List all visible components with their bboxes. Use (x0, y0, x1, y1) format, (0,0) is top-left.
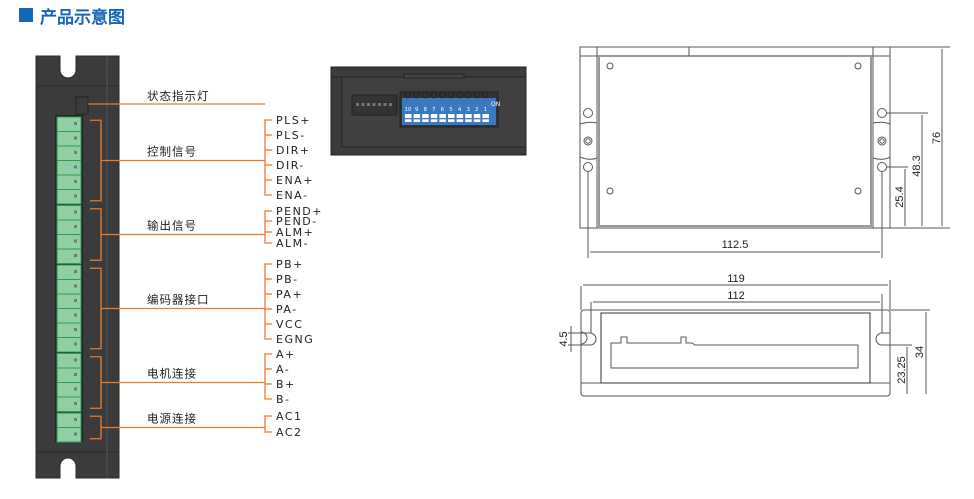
terminal-screw (74, 194, 77, 198)
terminal-screw (74, 299, 77, 302)
pin-label: A+ (276, 348, 296, 361)
terminal-screw (74, 225, 77, 228)
pin-label: VCC (276, 318, 303, 331)
pin-label: ENA+ (276, 174, 314, 187)
indicator-led (356, 103, 359, 106)
dip-on-label: ON (491, 101, 500, 108)
terminal-screw (74, 165, 77, 169)
group-label: 编码器接口 (147, 293, 210, 307)
dip-number: 9 (415, 107, 419, 113)
indicator-led (389, 103, 392, 106)
terminal-screw (74, 284, 77, 288)
terminal-screw (74, 210, 77, 214)
dim-overall-width: 119 (727, 273, 745, 285)
pin-label: EGNG (276, 333, 314, 346)
dim-hole-upper: 48.3 (911, 155, 923, 176)
side-view-drawing (568, 280, 930, 397)
group-label: 输出信号 (147, 219, 197, 233)
pin-label: B+ (276, 378, 296, 391)
pin-label: AC2 (276, 426, 303, 439)
terminal-screw (74, 313, 77, 317)
indicator-led (383, 103, 387, 106)
dip-number: 1 (484, 107, 488, 113)
title-square-icon (19, 8, 33, 22)
pin-label: ALM- (276, 237, 309, 250)
terminal-screw (74, 432, 77, 436)
pin-label: PEND+ (276, 205, 323, 218)
dim-inner-width: 112 (727, 290, 745, 302)
terminal-screw (74, 180, 77, 183)
dip-number: 4 (458, 107, 462, 113)
indicator-led (367, 103, 370, 106)
pin-label: PEND- (276, 215, 318, 228)
terminal-screw (74, 270, 77, 273)
terminal-screw (74, 122, 77, 125)
pin-label: PA- (276, 303, 298, 316)
dim-slot: 4.5 (558, 331, 570, 346)
pin-label: ALM+ (276, 226, 314, 239)
pin-label: A- (276, 363, 290, 376)
dim-hole-span: 112.5 (722, 239, 749, 251)
title-text: 产品示意图 (40, 7, 125, 28)
group-label: 电机连接 (147, 367, 197, 381)
dim-side-height: 34 (914, 346, 926, 358)
pin-label: PB+ (276, 258, 304, 271)
indicator-led (378, 103, 381, 106)
group-label: 电源连接 (147, 412, 197, 426)
pin-label: B- (276, 393, 291, 406)
indicator-led (361, 103, 365, 106)
group-label: 状态指示灯 (147, 89, 210, 103)
terminal-screw (74, 151, 77, 154)
terminal-screw (74, 373, 77, 376)
terminal-screw (74, 387, 77, 391)
group-label: 控制信号 (147, 145, 197, 159)
dip-number: 3 (466, 107, 470, 113)
pin-label: PLS+ (276, 114, 311, 127)
page-title: 产品示意图 (19, 3, 125, 28)
pin-label: PLS- (276, 129, 306, 142)
terminal-screw (74, 239, 77, 243)
pin-label: AC1 (276, 410, 303, 423)
pin-label: PA+ (276, 288, 303, 301)
dip-number: 10 (405, 107, 412, 113)
dip-number: 6 (441, 107, 445, 113)
terminal-screw (74, 136, 77, 140)
terminal-screw (74, 328, 77, 331)
terminal-screw (74, 402, 77, 405)
pin-label: DIR- (276, 159, 305, 172)
terminal-screw (74, 358, 77, 362)
pin-label: PB- (276, 273, 299, 286)
terminal-screw (74, 342, 77, 346)
dim-slot-height: 23.25 (896, 356, 908, 384)
dip-number: 2 (475, 107, 479, 113)
dim-hole-lower: 25.4 (894, 186, 906, 207)
top-view-drawing (579, 46, 950, 258)
status-led (75, 96, 89, 115)
dim-height: 76 (931, 132, 943, 144)
pin-label: DIR+ (276, 144, 311, 157)
dip-number: 7 (432, 107, 436, 113)
terminal-screw (74, 418, 77, 421)
indicator-led (372, 103, 376, 106)
pin-label: ENA- (276, 189, 308, 202)
terminal-screw (74, 254, 77, 257)
dip-number: 5 (449, 107, 453, 113)
dip-number: 8 (423, 107, 427, 113)
driver-front-panel (35, 55, 120, 479)
